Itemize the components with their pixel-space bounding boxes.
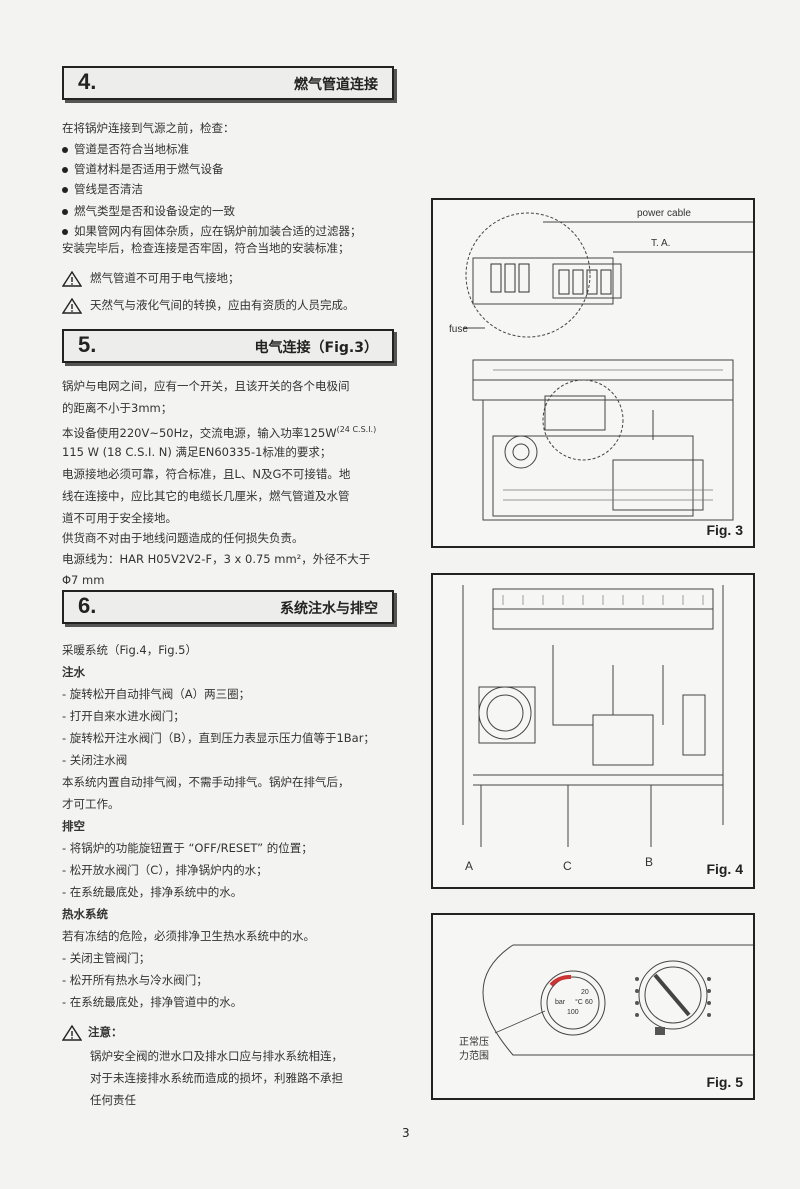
s6-note-line: 锅炉安全阀的泄水口及排水口应与排水系统相连， <box>90 1049 343 1063</box>
s5-line: 电源接地必须可靠，符合标准，且L、N及G不可接错。地 <box>62 467 351 481</box>
fig4-caption: Fig. 4 <box>706 861 743 877</box>
s5-line: 115 W (18 C.S.I. N) 满足EN60335-1标准的要求； <box>62 445 332 459</box>
section-5-header: 5. 电气连接（Fig.3） <box>62 329 394 363</box>
fig5-range-label-1: 正常压 <box>459 1037 489 1048</box>
section-number: 6. <box>78 593 97 618</box>
section-number: 4. <box>78 69 97 94</box>
s6-line: 才可工作。 <box>62 797 120 811</box>
s5-line: 锅炉与电网之间，应有一个开关，且该开关的各个电极间 <box>62 379 350 393</box>
s6-line: 若有冻结的危险，必须排净卫生热水系统中的水。 <box>62 929 315 943</box>
s6-line: 采暖系统（Fig.4，Fig.5） <box>62 643 197 657</box>
section-title: 燃气管道连接 <box>294 77 378 93</box>
fig5-range-label-2: 力范围 <box>459 1051 489 1062</box>
fig4-label-b: B <box>645 855 654 869</box>
fig5-drawing <box>482 944 753 1056</box>
s5-line: 的距离不小于3mm； <box>62 401 173 415</box>
warning-icon <box>61 270 83 287</box>
fig5-gauge-celsius: °C <box>575 999 583 1006</box>
s6-line: - 关闭主管阀门； <box>62 951 151 965</box>
s6-line: - 在系统最底处，排净管道中的水。 <box>62 995 243 1009</box>
figure-4: A C B Fig. 4 <box>431 573 755 889</box>
s6-note-title: 注意： <box>61 1024 123 1041</box>
fig3-power-cable-label: power cable <box>637 208 691 219</box>
page-number: 3 <box>402 1126 410 1140</box>
s4-bullet: 如果管网内有固体杂质，应在锅炉前加装合适的过滤器； <box>62 223 362 239</box>
bullet-icon <box>62 208 68 215</box>
s4-warning: 天然气与液化气间的转换，应由有资质的人员完成。 <box>61 297 355 314</box>
fig5-gauge-20: 20 <box>581 989 589 996</box>
s5-line: Φ7 mm <box>62 573 105 587</box>
section-title: 电气连接（Fig.3） <box>254 340 378 356</box>
s6-line: - 关闭注水阀 <box>62 753 128 767</box>
fig4-label-a: A <box>465 859 474 873</box>
fig3-caption: Fig. 3 <box>706 522 743 538</box>
fig3-fuse-label: fuse <box>449 324 468 335</box>
fig3-ta-label: T. A. <box>651 238 671 249</box>
fig5-gauge-60: 60 <box>585 999 593 1006</box>
warning-icon <box>61 297 83 314</box>
section-6-header: 6. 系统注水与排空 <box>62 590 394 624</box>
s6-subheading: 排空 <box>62 819 85 833</box>
s6-line: - 松开放水阀门（C），排净锅炉内的水； <box>62 863 268 877</box>
s6-subheading: 热水系统 <box>62 907 108 921</box>
fig3-drawing <box>463 212 753 521</box>
s6-note-line: 任何责任 <box>90 1093 136 1107</box>
bullet-icon <box>62 146 68 153</box>
bullet-icon <box>62 228 68 235</box>
s4-warning: 燃气管道不可用于电气接地； <box>61 270 240 287</box>
s6-line: 本系统内置自动排气阀，不需手动排气。锅炉在排气后， <box>62 775 350 789</box>
s4-continuation: 安装完毕后，检查连接是否牢固，符合当地的安装标准； <box>62 241 350 255</box>
s4-bullet: 管道材料是否适用于燃气设备 <box>62 161 224 177</box>
fig4-label-c: C <box>563 859 572 873</box>
s5-line: 电源线为：HAR H05V2V2-F，3 x 0.75 mm²，外径不大于 <box>62 552 371 566</box>
fig5-gauge-100: 100 <box>567 1009 579 1016</box>
fig4-drawing <box>462 585 724 847</box>
s6-line: - 在系统最底处，排净系统中的水。 <box>62 885 243 899</box>
s4-bullet: 管道是否符合当地标准 <box>62 141 189 157</box>
s4-bullet: 管线是否清洁 <box>62 181 143 197</box>
s6-line: - 旋转松开自动排气阀（A）两三圈； <box>62 687 251 701</box>
s4-intro: 在将锅炉连接到气源之前，检查： <box>62 121 235 135</box>
bullet-icon <box>62 186 68 193</box>
s4-bullet: 燃气类型是否和设备设定的一致 <box>62 203 235 219</box>
section-title: 系统注水与排空 <box>280 601 378 617</box>
s5-line: 道不可用于安全接地。 <box>62 511 177 525</box>
s6-line: - 旋转松开注水阀门（B），直到压力表显示压力值等于1Bar； <box>62 731 375 745</box>
bullet-icon <box>62 166 68 173</box>
figure-3: power cable T. A. fuse Fig. 3 <box>431 198 755 548</box>
s5-line: 本设备使用220V~50Hz，交流电源，输入功率125W(24 C.S.I.) <box>62 425 377 440</box>
warning-icon <box>61 1024 83 1041</box>
s6-line: - 松开所有热水与冷水阀门； <box>62 973 208 987</box>
s6-line: - 打开自来水进水阀门； <box>62 709 185 723</box>
s6-note-line: 对于未连接排水系统而造成的损坏，利雅路不承担 <box>90 1071 343 1085</box>
section-4-header: 4. 燃气管道连接 <box>62 66 394 100</box>
s5-sup: (24 C.S.I.) <box>336 425 377 434</box>
figure-5: bar °C 20 60 100 正常压 力范围 Fig. 5 <box>431 913 755 1100</box>
s5-line: 供货商不对由于地线问题造成的任何损失负责。 <box>62 531 304 545</box>
s5-line: 线在连接中，应比其它的电缆长几厘米，燃气管道及水管 <box>62 489 350 503</box>
section-number: 5. <box>78 332 97 357</box>
fig5-caption: Fig. 5 <box>706 1074 743 1090</box>
s6-line: - 将锅炉的功能旋钮置于 “OFF/RESET” 的位置； <box>62 841 313 855</box>
fig5-gauge-bar: bar <box>555 999 566 1006</box>
s6-subheading: 注水 <box>62 665 85 679</box>
